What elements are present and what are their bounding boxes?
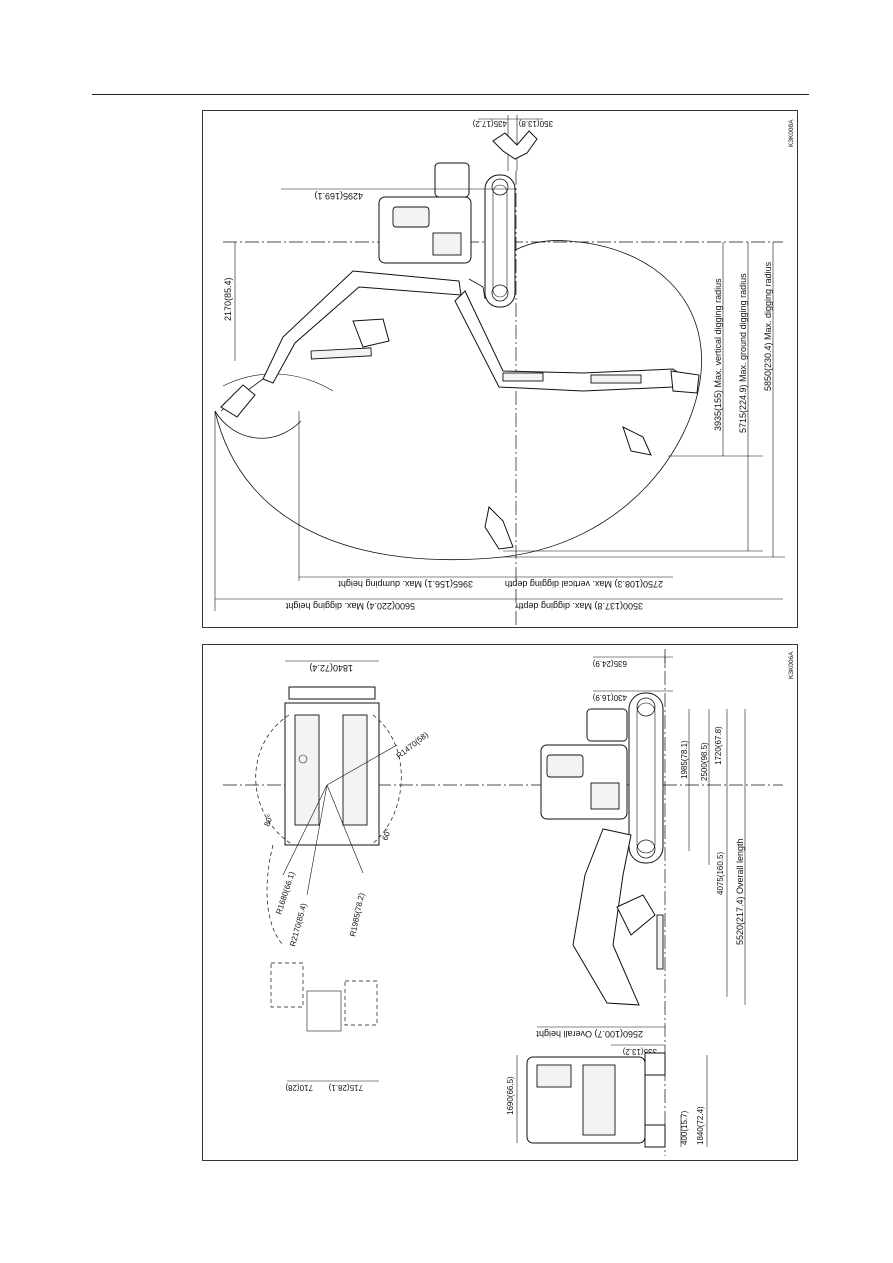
diagram-code: K3K008A — [788, 119, 795, 147]
angle-60-label: 60° — [380, 827, 393, 841]
bucket-right-icon — [344, 980, 378, 1026]
digging-envelope — [214, 240, 702, 560]
dim-1985-label: 1985(78.1) — [680, 740, 689, 779]
dim-715-label: 715(28.1) — [328, 1083, 363, 1092]
r1680-label: R1680(66.1) — [274, 870, 296, 915]
dim-1720-label: 1720(67.8) — [714, 726, 723, 765]
r1985-label: R1985(78.2) — [348, 892, 366, 938]
dim-4295-label: 4295(169.1) — [314, 191, 363, 201]
max-dumping-height-label: 3965(156.1) Max. dumping height — [338, 579, 473, 589]
boom-upper — [220, 270, 462, 418]
dozer-blade-icon — [492, 130, 538, 160]
working-range-drawing: 3935(155) Max. vertical digging radius 5… — [214, 115, 795, 627]
angle-80-label: 80° — [262, 813, 275, 827]
max-digging-radius-label: 5850(230.4) Max. digging radius — [763, 261, 773, 391]
bucket-center-icon — [306, 990, 342, 1032]
dim-430-label: 430(16.9) — [592, 693, 627, 702]
dim-350-label: 350(13.8) — [518, 119, 553, 128]
r1470-label: R1470(58) — [395, 730, 431, 761]
dim-1840-top-label: 1840(72.4) — [309, 663, 353, 673]
dim-1840-bottom-label: 1840(72.4) — [696, 1106, 705, 1145]
r2170-label: R2170(85.4) — [288, 902, 308, 948]
machine-body — [378, 162, 516, 308]
dim-335-label: 335(13.2) — [622, 1047, 657, 1056]
dim-635-label: 635(24.9) — [592, 659, 627, 668]
dim-435-label: 435(17.2) — [472, 119, 507, 128]
diagram-code: K3K006A — [788, 651, 795, 679]
header-rule — [92, 94, 809, 95]
overall-length-label: 5520(217.4) Overall length — [735, 838, 745, 945]
bucket-left-icon — [270, 962, 304, 1008]
max-vertical-digging-depth-label: 2750(108.3) Max. vertical digging depth — [505, 579, 663, 589]
dim-2500-label: 2500(98.5) — [700, 742, 709, 781]
dimensions-drawing: 1840(72.4) R1470(58) 80° 60° R1680(66.1)… — [223, 649, 795, 1156]
dim-1690-label: 1690(66.5) — [506, 1076, 515, 1115]
side-view — [540, 692, 664, 1006]
dimensions-diagram: 1840(72.4) R1470(58) 80° 60° R1680(66.1)… — [202, 644, 798, 1161]
upper-arc — [222, 373, 334, 392]
rear-view — [526, 1052, 666, 1148]
ground-digging-radius-label: 5715(224.9) Max. ground digging radius — [738, 273, 748, 433]
dim-710-label: 710(28) — [285, 1083, 313, 1092]
vertical-digging-radius-label: 3935(155) Max. vertical digging radius — [713, 278, 723, 431]
boom-reach — [352, 290, 700, 550]
dumping-envelope — [214, 410, 302, 439]
dim-4075-label: 4075(160.5) — [716, 852, 725, 895]
plan-view — [255, 686, 402, 946]
overall-height-label: 2560(100.7) Overall height — [536, 1029, 643, 1039]
dim-2170-label: 2170(85.4) — [223, 277, 233, 321]
max-digging-depth-label: 3500(137.8) Max. digging depth — [516, 601, 643, 611]
working-range-diagram: 3935(155) Max. vertical digging radius 5… — [202, 110, 798, 628]
dim-400-label: 400(15.7) — [680, 1110, 689, 1145]
max-digging-height-label: 5600(220.4) Max. digging height — [285, 601, 415, 611]
